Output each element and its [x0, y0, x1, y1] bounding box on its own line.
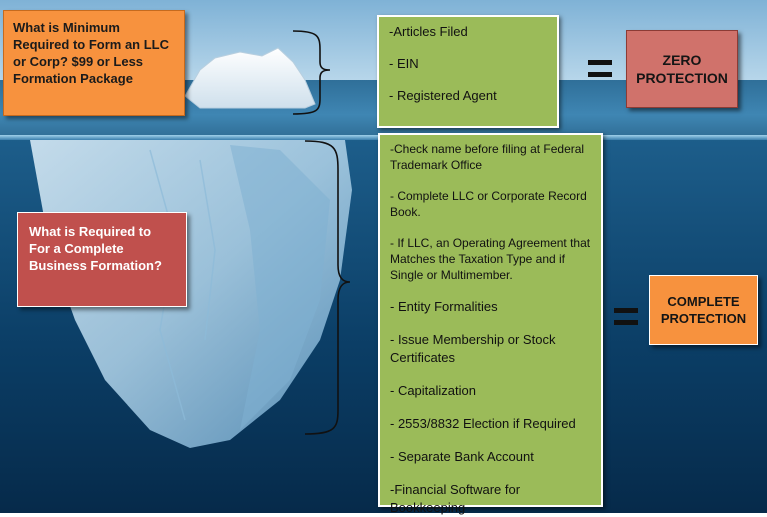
list-item: -Check name before filing at Federal Tra… — [390, 142, 585, 172]
complete-items-box: -Check name before filing at Federal Tra… — [378, 133, 603, 515]
list-item: - Capitalization — [390, 383, 476, 398]
complete-protection-line1: COMPLETE — [667, 294, 740, 309]
complete-requirement-box: What is Required to For a Complete Busin… — [17, 212, 187, 307]
zero-protection-line1: ZERO — [662, 52, 702, 68]
complete-requirement-text: What is Required to For a Complete Busin… — [29, 224, 162, 273]
brace-bottom — [304, 140, 351, 435]
list-item: - If LLC, an Operating Agreement that Ma… — [390, 236, 591, 282]
list-item: - Entity Formalities — [390, 299, 498, 314]
iceberg-crevice — [199, 159, 216, 341]
list-item: -Financial Software for Bookkeeping — [390, 482, 521, 515]
list-item: -Articles Filed — [389, 24, 468, 39]
minimum-items-box: -Articles Filed - EIN - Registered Agent — [377, 15, 559, 128]
minimum-requirement-box: What is Minimum Required to Form an LLC … — [3, 10, 185, 116]
zero-protection-line2: PROTECTION — [636, 70, 728, 86]
iceberg-shading — [230, 145, 330, 430]
list-item: - Separate Bank Account — [390, 449, 534, 464]
complete-protection-line2: PROTECTION — [660, 311, 747, 326]
list-item: - EIN — [389, 56, 419, 71]
minimum-requirement-text: What is Minimum Required to Form an LLC … — [13, 20, 169, 86]
list-item: - Issue Membership or Stock Certificates — [390, 332, 556, 365]
zero-protection-box: ZERO PROTECTION — [626, 30, 738, 108]
equals-sign-top — [588, 60, 612, 78]
brace-top — [292, 30, 331, 115]
equals-sign-bottom — [614, 308, 638, 326]
list-item: - Complete LLC or Corporate Record Book. — [390, 189, 587, 219]
list-item: - Registered Agent — [389, 88, 497, 103]
iceberg-tip — [184, 47, 316, 109]
complete-protection-box: COMPLETE PROTECTION — [649, 275, 758, 345]
list-item: - 2553/8832 Election if Required — [390, 416, 576, 431]
